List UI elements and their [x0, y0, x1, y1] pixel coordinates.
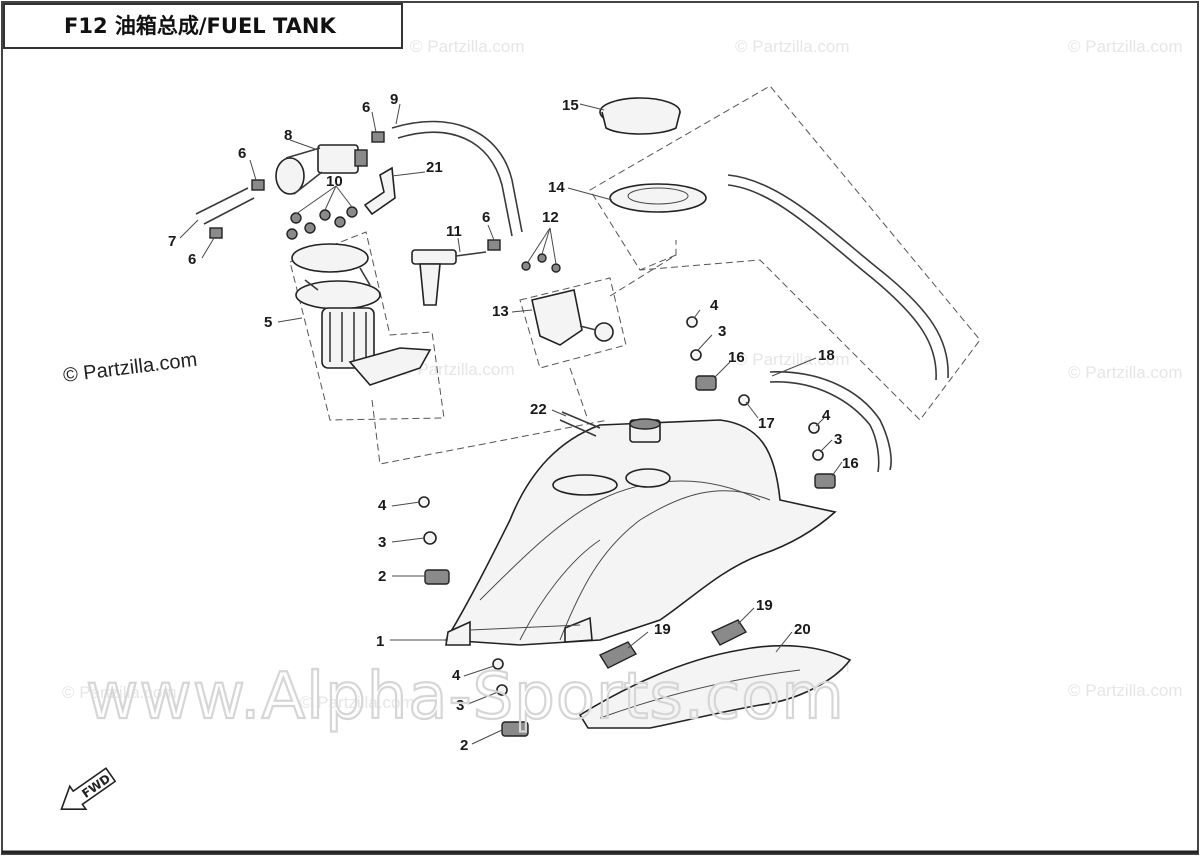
callout-label: 4: [710, 297, 719, 314]
callout-label: 3: [378, 534, 386, 551]
callout-label: 10: [326, 173, 343, 190]
bracket-21: [363, 166, 396, 216]
watermark-small: © Partzilla.com: [735, 350, 850, 369]
fuel-filter-8: [275, 144, 368, 195]
assembly-outlines: [289, 85, 981, 465]
mount-hardware: [418, 316, 836, 737]
hose-7: [195, 187, 255, 225]
callout-label: 6: [188, 251, 196, 268]
fuel-sender-13: [521, 253, 614, 346]
callout-label: 13: [492, 303, 509, 320]
clamps-6: [209, 131, 501, 251]
fwd-arrow-icon: FWD: [60, 767, 117, 811]
fuel-cap-15: [599, 97, 681, 135]
cap-ring-14: [609, 183, 707, 213]
watermark-small: © Partzilla.com: [410, 37, 525, 56]
connector-11: [411, 249, 487, 306]
fuel-pump-5: [291, 243, 432, 386]
callout-label: 6: [238, 145, 246, 162]
callout-label: 8: [284, 127, 292, 144]
callout-label: 3: [456, 697, 464, 714]
hose-22: [559, 411, 601, 437]
title-box: F12 油箱总成/FUEL TANK: [3, 3, 403, 49]
watermark-small: © Partzilla.com: [735, 37, 850, 56]
callout-label: 16: [842, 455, 859, 472]
callout-label: 21: [426, 159, 443, 176]
fuel-tank-1: [444, 418, 837, 646]
watermark-small: © Partzilla.com: [1068, 37, 1183, 56]
callout-label: 7: [168, 233, 176, 250]
callout-label: 17: [758, 415, 775, 432]
callout-label: 6: [482, 209, 490, 226]
callout-label: 22: [530, 401, 547, 418]
watermark-small: © Partzilla.com: [1068, 363, 1183, 382]
callout-label: 3: [834, 431, 842, 448]
callout-label: 16: [728, 349, 745, 366]
callout-label: 18: [818, 347, 835, 364]
callout-labels: 1 2 2 3 3 3 3 4 4 4 4 5 6 6 6 6 7 8 9 10…: [168, 91, 859, 754]
diagram-title: F12 油箱总成/FUEL TANK: [64, 14, 337, 38]
callout-label: 6: [362, 99, 370, 116]
callout-label: 4: [452, 667, 461, 684]
callout-label: 11: [446, 223, 462, 240]
callout-label: 19: [654, 621, 671, 638]
leader-lines: [179, 103, 843, 745]
fuel-hose-9: [391, 120, 523, 237]
callout-label: 4: [822, 407, 831, 424]
callout-label: 5: [264, 314, 272, 331]
callout-label: 2: [460, 737, 468, 754]
alpha-sports-watermark: www.Alpha-Sports.com: [86, 660, 845, 734]
partzilla-credit: © Partzilla.com: [62, 349, 198, 387]
callout-label: 9: [390, 91, 398, 108]
watermark-small: © Partzilla.com: [1068, 681, 1183, 700]
watermark-small: © Partzilla.com: [62, 683, 177, 702]
watermark-small: © Partzilla.com: [400, 360, 515, 379]
callout-label: 1: [376, 633, 384, 650]
nuts-10: [286, 206, 358, 240]
callout-label: 14: [548, 179, 565, 196]
callout-label: 3: [718, 323, 726, 340]
heat-shield-20: [578, 644, 852, 729]
callout-label: 19: [756, 597, 773, 614]
callout-label: 15: [562, 97, 579, 114]
watermarks-small: © Partzilla.com © Partzilla.com © Partzi…: [62, 37, 1183, 712]
callout-label: 2: [378, 568, 386, 585]
callout-label: 4: [378, 497, 387, 514]
watermark-small: © Partzilla.com: [300, 693, 415, 712]
callout-label: 12: [542, 209, 559, 226]
callout-label: 20: [794, 621, 811, 638]
rubber-pads-19: [598, 619, 748, 669]
breather-hose-18: [727, 174, 949, 473]
